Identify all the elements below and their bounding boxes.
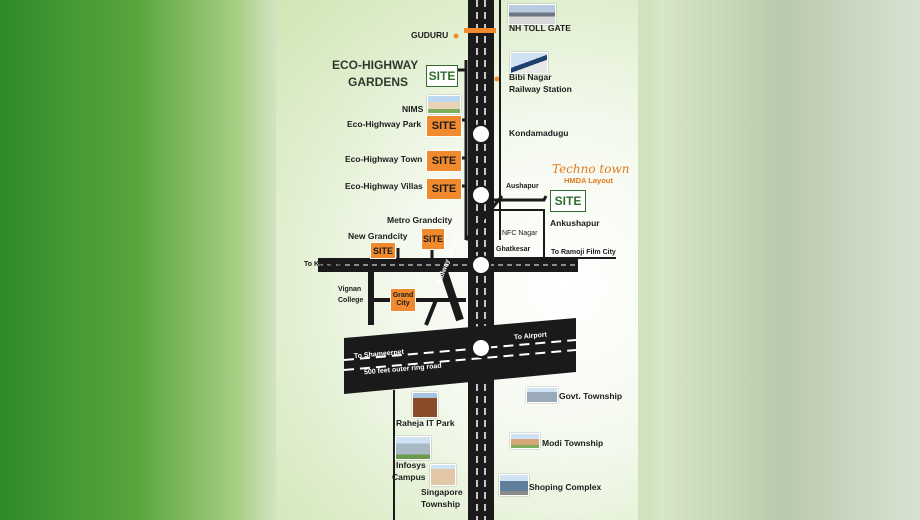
toll-gate-photo: [508, 4, 556, 25]
shoping-label: Shoping Complex: [529, 482, 602, 492]
nims-photo: [427, 95, 461, 114]
roundabout-aushapur: [471, 185, 491, 205]
site-techno-marker[interactable]: SITE: [550, 190, 586, 212]
roundabout-ghatkesar: [471, 255, 491, 275]
site-new-marker[interactable]: SITE: [370, 242, 396, 259]
diagonal-road: [464, 195, 504, 241]
infosys-label-1: Infosys: [396, 460, 426, 470]
grand-city-marker[interactable]: Grand City: [390, 288, 416, 312]
raheja-label: Raheja IT Park: [396, 418, 455, 428]
railway-station-top-label: Railway Station: [509, 84, 572, 94]
techno-town-label: Techno town: [552, 162, 630, 176]
guduru-label: GUDURU: [411, 30, 449, 40]
eco-town-label: Eco-Highway Town: [345, 154, 423, 164]
ring-road-dash-1: [343, 339, 577, 361]
guduru-dot: [453, 33, 459, 39]
to-keesara-label: To Keesara: [304, 261, 342, 268]
road-network: [318, 0, 616, 520]
toll-gate-bar: [464, 28, 496, 33]
college-label: College: [338, 297, 364, 304]
bibinagar-dot: [494, 76, 500, 82]
railway-diag: [440, 270, 464, 322]
to-ramoji-label: To Ramoji Film City: [551, 249, 616, 256]
site-main-marker[interactable]: SITE: [426, 65, 458, 87]
govt-township-photo: [526, 387, 558, 403]
shoping-photo: [499, 474, 529, 496]
railway-road: [424, 299, 438, 326]
location-map: ECO-HIGHWAY GARDENS GUDURU NH TOLL GATE …: [276, 0, 638, 520]
nh-toll-label: NH TOLL GATE: [509, 23, 571, 33]
govt-township-label: Govt. Township: [559, 391, 623, 401]
roundabout-kondamadugu: [471, 124, 491, 144]
ring-road-dash-2: [343, 349, 577, 371]
infosys-photo: [395, 436, 431, 460]
eco-villas-label: Eco-Highway Villas: [345, 181, 423, 191]
eco-park-label: Eco-Highway Park: [347, 119, 422, 129]
nfc-road: [494, 209, 545, 260]
outer-ring-road: [344, 318, 576, 394]
kondamadugu-label: Kondamadugu: [509, 128, 569, 138]
hmda-label: HMDA Layout: [564, 176, 613, 185]
raheja-photo: [412, 392, 438, 418]
aushapur-road: [494, 195, 548, 202]
project-title-line2: GARDENS: [348, 75, 409, 89]
modi-label: Modi Township: [542, 438, 604, 448]
singapore-label-1: Singapore: [421, 487, 463, 497]
modi-photo: [510, 433, 540, 449]
site-park-marker[interactable]: SITE: [426, 115, 462, 137]
nims-label: NIMS: [402, 104, 424, 114]
aushapur-label: Aushapur: [506, 183, 539, 190]
train-photo: [510, 52, 548, 74]
singapore-label-2: Township: [421, 499, 461, 509]
singapore-photo: [430, 464, 456, 486]
site-metro-marker[interactable]: SITE: [421, 228, 445, 250]
project-title-line1: ECO-HIGHWAY: [332, 58, 419, 72]
ankushapur-label: Ankushapur: [550, 218, 600, 228]
vignan-label: Vignan: [338, 286, 362, 293]
new-grandcity-label: New Grandcity: [348, 231, 408, 241]
grand-city-label: Grand City: [392, 292, 414, 307]
metro-grandcity-label: Metro Grandcity: [387, 215, 453, 225]
site-villas-marker[interactable]: SITE: [426, 178, 462, 200]
bibinagar-label: Bibi Nagar: [509, 72, 552, 82]
ghatkesar-label: Ghatkesar: [496, 246, 531, 253]
roundabout-ring-road: [471, 338, 491, 358]
infosys-label-2: Campus: [392, 472, 426, 482]
site-town-marker[interactable]: SITE: [426, 150, 462, 172]
nfc-nagar-label: NFC Nagar: [502, 230, 538, 237]
